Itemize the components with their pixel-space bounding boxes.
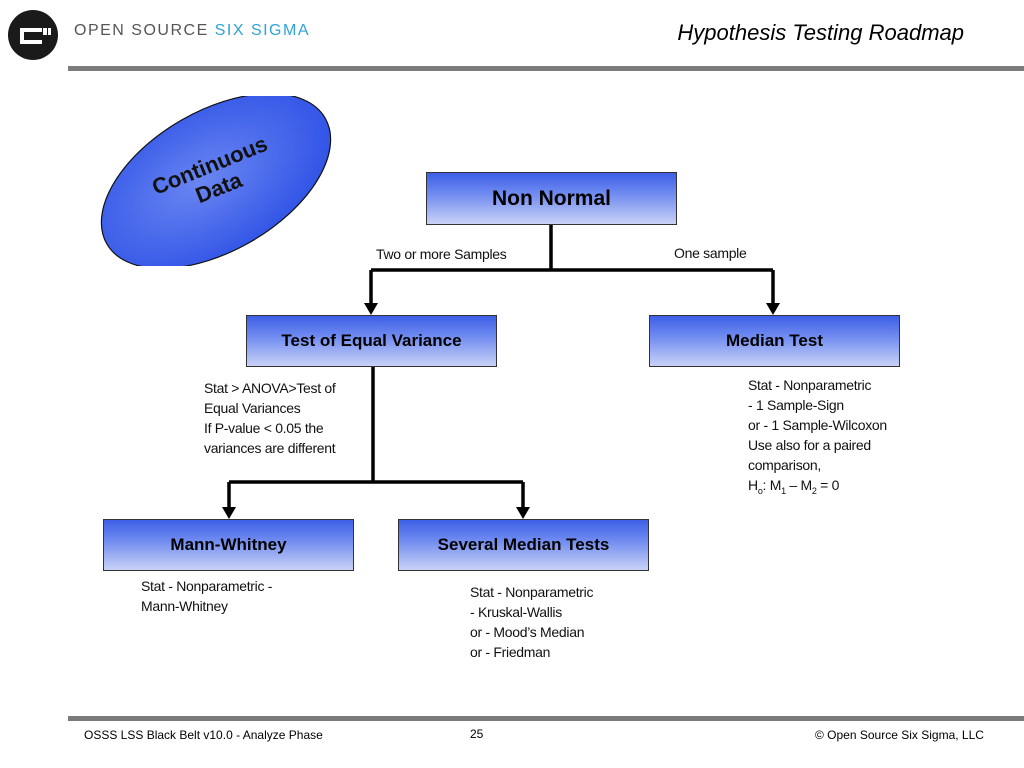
note-line: - Kruskal-Wallis bbox=[470, 604, 562, 620]
box-mann-whitney: Mann-Whitney bbox=[103, 519, 354, 571]
note-line: Stat - Nonparametric bbox=[748, 377, 872, 393]
box-non-normal: Non Normal bbox=[426, 172, 677, 225]
branch-label-one-sample: One sample bbox=[674, 245, 747, 261]
hyp-sub-1: 1 bbox=[781, 485, 786, 496]
note-line: Stat > ANOVA>Test of bbox=[204, 380, 336, 396]
hyp-mid: : M bbox=[762, 477, 782, 493]
arrowhead-several bbox=[516, 507, 530, 519]
arrowhead-median bbox=[766, 303, 780, 315]
note-line: comparison, bbox=[748, 457, 821, 473]
hyp-op: – M bbox=[785, 477, 812, 493]
median-hypothesis: Ho: M1 – M2 = 0 bbox=[748, 475, 887, 501]
footer-copyright: © Open Source Six Sigma, LLC bbox=[815, 728, 984, 742]
brand-accent: SIX SIGMA bbox=[214, 22, 310, 39]
hyp-tail: = 0 bbox=[816, 477, 840, 493]
note-line: - 1 Sample-Sign bbox=[748, 397, 844, 413]
header-divider bbox=[68, 66, 1024, 71]
slide-title: Hypothesis Testing Roadmap bbox=[677, 20, 964, 45]
note-equal-variance: Stat > ANOVA>Test of Equal Variances If … bbox=[204, 378, 336, 458]
footer-divider bbox=[68, 716, 1024, 721]
box-median-test: Median Test bbox=[649, 315, 900, 367]
hyp-sub-o: o bbox=[757, 485, 763, 496]
note-median-test: Stat - Nonparametric - 1 Sample-Sign or … bbox=[748, 375, 887, 501]
box-several-median-tests: Several Median Tests bbox=[398, 519, 649, 571]
brand-prefix: OPEN SOURCE bbox=[74, 22, 209, 39]
note-line: or - Friedman bbox=[470, 644, 551, 660]
hyp-h: H bbox=[748, 477, 758, 493]
note-mann-whitney: Stat - Nonparametric - Mann-Whitney bbox=[141, 576, 272, 616]
arrowhead-eqvar bbox=[364, 303, 378, 315]
note-line: Stat - Nonparametric - bbox=[141, 578, 273, 594]
logo-icon bbox=[8, 10, 58, 60]
page-number: 25 bbox=[470, 727, 484, 741]
brand-name: OPEN SOURCE SIX SIGMA bbox=[74, 22, 310, 40]
note-line: Stat - Nonparametric bbox=[470, 584, 594, 600]
note-line: Equal Variances bbox=[204, 400, 301, 416]
note-line: Mann-Whitney bbox=[141, 598, 228, 614]
arrowhead-mann bbox=[222, 507, 236, 519]
note-line: If P-value < 0.05 the bbox=[204, 420, 324, 436]
note-line: variances are different bbox=[204, 440, 336, 456]
footer-course: OSSS LSS Black Belt v10.0 - Analyze Phas… bbox=[84, 728, 323, 742]
continuous-data-ellipse: Continuous Data bbox=[86, 92, 346, 270]
note-line: or - Mood’s Median bbox=[470, 624, 585, 640]
note-line: Use also for a paired bbox=[748, 437, 871, 453]
note-line: or - 1 Sample-Wilcoxon bbox=[748, 417, 887, 433]
branch-label-two-or-more: Two or more Samples bbox=[376, 246, 507, 262]
hyp-sub-2: 2 bbox=[811, 485, 817, 496]
note-several-median: Stat - Nonparametric - Kruskal-Wallis or… bbox=[470, 582, 593, 662]
box-test-of-equal-variance: Test of Equal Variance bbox=[246, 315, 497, 367]
